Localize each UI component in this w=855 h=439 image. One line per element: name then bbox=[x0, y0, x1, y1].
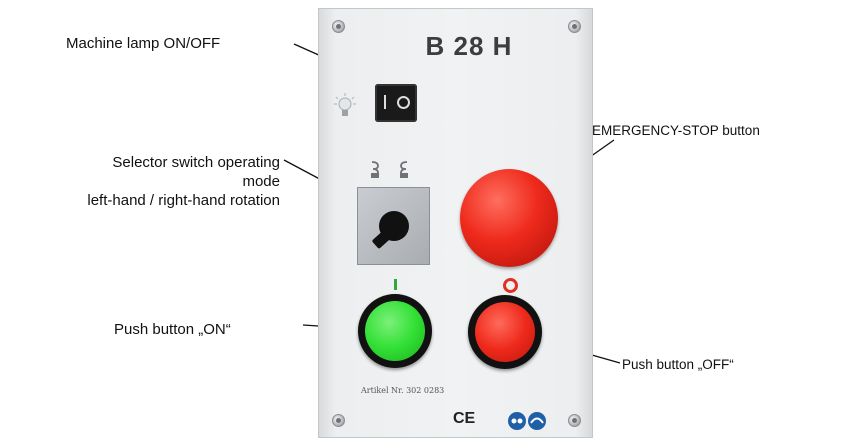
off-symbol bbox=[503, 278, 518, 293]
emergency-stop-label: EMERGENCY-STOP button bbox=[592, 121, 760, 140]
screw-icon bbox=[332, 20, 345, 33]
screw-icon bbox=[568, 20, 581, 33]
push-on-label: Push button „ON“ bbox=[114, 320, 231, 339]
push-off-label: Push button „OFF“ bbox=[622, 355, 734, 374]
on-symbol bbox=[394, 279, 397, 290]
selector-switch[interactable] bbox=[357, 187, 430, 265]
screw-icon bbox=[568, 414, 581, 427]
light-bulb-icon bbox=[334, 93, 356, 119]
control-panel: B 28 H Artikel Nr. 302 0283 CE bbox=[318, 8, 593, 438]
switch-off-mark bbox=[397, 96, 410, 109]
model-title: B 28 H bbox=[414, 31, 524, 62]
selector-label: Selector switch operating mode left-hand… bbox=[87, 153, 280, 210]
selector-label-line2: mode bbox=[87, 172, 280, 191]
push-button-on[interactable] bbox=[358, 294, 432, 368]
ppe-icons bbox=[508, 411, 548, 431]
clockwise-arrow-icon bbox=[369, 161, 381, 179]
switch-on-mark bbox=[384, 95, 386, 109]
machine-lamp-switch[interactable] bbox=[375, 84, 417, 122]
screw-icon bbox=[332, 414, 345, 427]
ear-protection-icon bbox=[528, 412, 546, 430]
selector-label-line3: left-hand / right-hand rotation bbox=[87, 191, 280, 210]
ce-mark: CE bbox=[453, 410, 475, 428]
emergency-stop-button[interactable] bbox=[460, 169, 558, 267]
push-button-off[interactable] bbox=[468, 295, 542, 369]
counterclockwise-arrow-icon bbox=[398, 161, 410, 179]
selector-label-line1: Selector switch operating bbox=[87, 153, 280, 172]
article-number: Artikel Nr. 302 0283 bbox=[361, 386, 444, 395]
lamp-label: Machine lamp ON/OFF bbox=[66, 34, 220, 53]
selector-knob[interactable] bbox=[364, 196, 424, 256]
eye-protection-icon bbox=[508, 412, 526, 430]
